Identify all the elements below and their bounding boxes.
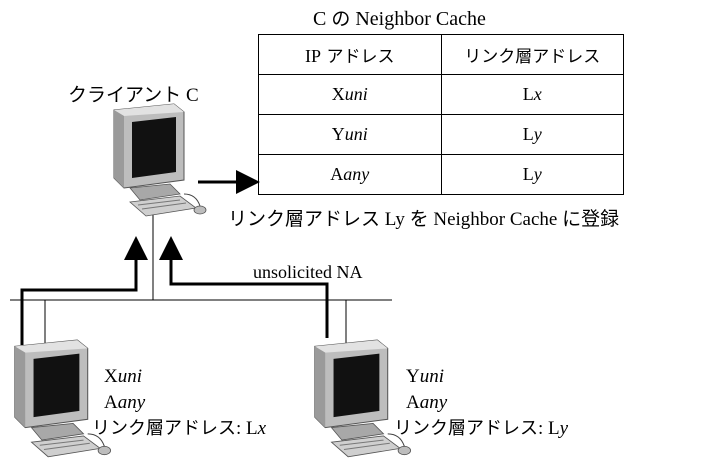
neighbor-cache-table: IP アドレス リンク層アドレス Xuni Lx Yuni Ly Aany Ly [258, 34, 624, 195]
cell-link: Lx [440, 74, 624, 115]
host-x-labels: Xuni Aany リンク層アドレス: Lx [92, 364, 266, 442]
host-y-unicast: Yuni [406, 366, 445, 387]
host-x-anycast: Aany [104, 392, 146, 413]
header-ip-jp: アドレス [321, 47, 395, 67]
host-y-computer-icon [314, 339, 412, 458]
table-row: Aany Ly [258, 154, 624, 195]
host-y-anycast: Aany [406, 392, 448, 413]
host-x-computer-icon [14, 339, 112, 458]
register-note: リンク層アドレス Ly を Neighbor Cache に登録 [228, 208, 620, 230]
cell-ip: Aany [258, 154, 442, 195]
nc-title-suffix: Neighbor Cache [350, 8, 486, 30]
host-y-labels: Yuni Aany リンク層アドレス: Ly [394, 364, 568, 442]
host-y-link-address: リンク層アドレス: Ly [394, 418, 569, 439]
client-computer-icon [113, 103, 207, 217]
cell-link: Ly [440, 114, 624, 155]
client-label: クライアント C [68, 84, 199, 106]
unsolicited-na-label: unsolicited NA [253, 262, 363, 282]
table-row: Yuni Ly [258, 114, 624, 155]
host-x-na-arrow [20, 236, 148, 345]
cell-link: Ly [440, 154, 624, 195]
cell-ip: Xuni [258, 74, 442, 115]
neighbor-cache-title: C の Neighbor Cache [313, 4, 486, 31]
host-x-link-address: リンク層アドレス: Lx [92, 418, 267, 439]
host-y-na-arrow [159, 236, 329, 338]
cell-ip: Yuni [258, 114, 442, 155]
header-ip-address: IP アドレス [258, 34, 442, 75]
nc-title-no: の [331, 8, 351, 30]
nc-title-prefix: C [313, 8, 332, 30]
table-row: Xuni Lx [258, 74, 624, 115]
host-x-unicast: Xuni [104, 366, 143, 387]
